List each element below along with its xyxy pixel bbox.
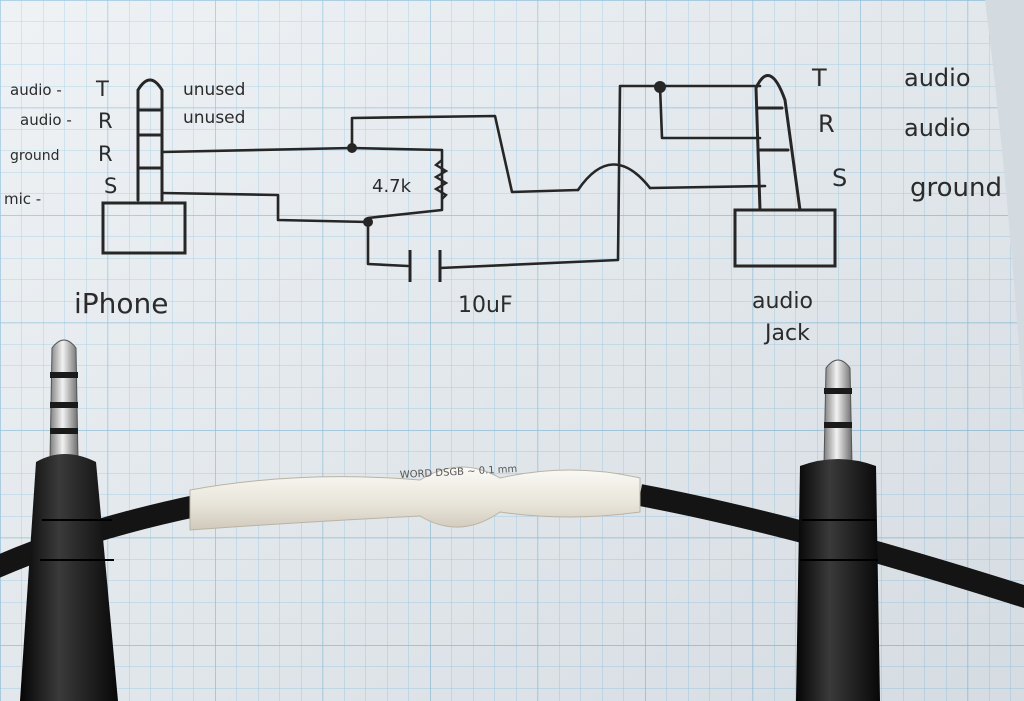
- circuit-wires: [160, 84, 767, 270]
- audio-jack-title-line2: Jack: [763, 321, 810, 346]
- pin-label-ring-right: audio: [904, 114, 971, 142]
- pin-letter-ring1: R: [98, 109, 113, 133]
- pin-letter-tip-right: T: [811, 64, 827, 92]
- capacitor-symbol: [408, 250, 442, 282]
- pin-label-tip: audio -: [10, 81, 62, 99]
- pin-label-sleeve: mic -: [4, 190, 41, 208]
- pin-unused-ring1: unused: [183, 108, 245, 128]
- right-plug-trs: [796, 359, 880, 701]
- pin-label-tip-right: audio: [904, 64, 971, 92]
- pin-label-sleeve-right: ground: [910, 173, 1002, 203]
- junction-node: [654, 81, 666, 93]
- junction-node: [347, 143, 357, 153]
- pin-unused-tip: unused: [183, 80, 245, 100]
- capacitor-label: 10uF: [458, 293, 513, 318]
- resistor-symbol: [433, 159, 449, 200]
- iphone-jack-schematic: [101, 78, 187, 255]
- junction-node: [363, 217, 373, 227]
- audio-jack-schematic: [733, 74, 837, 268]
- pin-letter-sleeve: S: [104, 174, 117, 198]
- audio-jack-title-line1: audio: [752, 289, 813, 314]
- iphone-pin-labels: audio - T unused audio - R unused ground…: [4, 77, 245, 320]
- tape-splice: WORD DSGB ~ 0.1 mm: [189, 464, 641, 531]
- pin-letter-tip: T: [95, 77, 109, 101]
- pin-label-ring1: audio -: [20, 111, 72, 129]
- left-plug-trrs: [20, 339, 118, 701]
- page-curl: [985, 0, 1024, 420]
- iphone-title: iPhone: [74, 287, 169, 320]
- pin-letter-sleeve-right: S: [832, 164, 847, 192]
- pin-letter-ring-right: R: [818, 110, 835, 138]
- pin-label-ring2: ground: [10, 148, 60, 164]
- pin-letter-ring2: R: [98, 142, 113, 166]
- resistor-label: 4.7k: [372, 176, 412, 197]
- audio-jack-labels: T R S audio audio ground audio Jack: [752, 64, 1002, 346]
